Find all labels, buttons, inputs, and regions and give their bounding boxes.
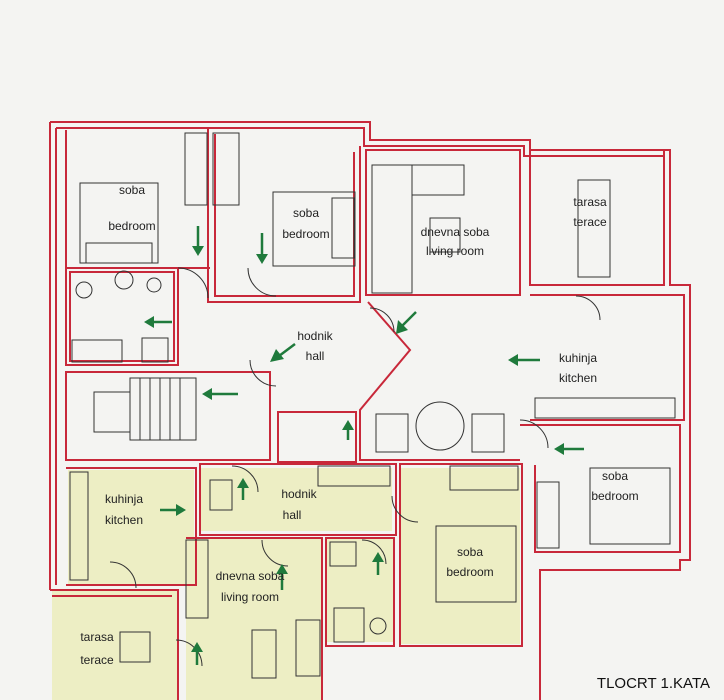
toilet-top xyxy=(75,281,93,299)
bathtub xyxy=(71,339,123,363)
arrow xyxy=(202,388,238,400)
wardrobe-n xyxy=(212,132,240,206)
door-swing xyxy=(391,495,419,523)
room-label-bedroom-n-line1: soba xyxy=(293,206,319,220)
room-label-kitchen-left-line2: kitchen xyxy=(105,513,143,527)
arrow xyxy=(342,420,354,440)
sofa-bottom xyxy=(295,619,321,677)
room-label-bedroom-n-line2: bedroom xyxy=(282,227,329,241)
room-label-living-bottom-line1: dnevna soba xyxy=(216,569,285,583)
bed-bottom xyxy=(435,525,517,603)
room-label-hall-bottom-line1: hodnik xyxy=(281,487,317,501)
room-label-kitchen-right-line2: kitchen xyxy=(559,371,597,385)
room-label-terrace-bottom-line2: terace xyxy=(80,653,114,667)
room-label-living-top-line2: living room xyxy=(426,244,484,258)
wardrobe-right xyxy=(536,481,560,549)
stairs xyxy=(129,377,197,441)
arrow xyxy=(554,443,584,455)
door-swing xyxy=(247,267,277,297)
room-label-living-top-line1: dnevna soba xyxy=(421,225,490,239)
door-swing xyxy=(249,359,277,387)
hall-bottom-shelf xyxy=(317,465,391,487)
kitchen-counter-right xyxy=(534,397,676,419)
room-label-hall-top-line2: hall xyxy=(306,349,325,363)
room-label-kitchen-left-line1: kuhinja xyxy=(105,492,143,506)
plan-title: TLOCRT 1.KATA xyxy=(597,675,710,692)
room-label-kitchen-right-line1: kuhinja xyxy=(559,351,597,365)
bed-right xyxy=(589,467,671,545)
arrow xyxy=(191,642,203,665)
chair-right xyxy=(471,413,505,453)
room-label-bedroom-bottom-line1: soba xyxy=(457,545,483,559)
wardrobe-living-bottom xyxy=(185,539,209,619)
walls xyxy=(49,121,691,700)
arrow xyxy=(237,478,249,500)
room-label-terrace-top-line1: tarasa xyxy=(573,195,607,209)
shower-bottom xyxy=(333,607,365,643)
door-swing xyxy=(519,419,549,449)
wardrobe-bottom xyxy=(449,465,519,491)
arrow xyxy=(396,311,417,334)
room-label-bedroom-bottom-line2: bedroom xyxy=(446,565,493,579)
stairs-landing xyxy=(93,391,131,433)
room-labels: soba bedroom soba bedroom dnevna soba li… xyxy=(80,183,638,667)
terrace-table-top xyxy=(577,179,611,278)
room-label-hall-top-line1: hodnik xyxy=(297,329,333,343)
door-swing xyxy=(575,295,601,321)
door-swing xyxy=(231,465,259,493)
arrow xyxy=(160,504,186,516)
yellow-floor-areas xyxy=(52,468,520,700)
arrow xyxy=(144,316,172,328)
kitchen-counter-left xyxy=(69,471,89,581)
room-label-bedroom-right-line1: soba xyxy=(602,469,628,483)
door-swing xyxy=(109,561,137,589)
hall-bottom-cabinet xyxy=(209,479,233,511)
door-swing xyxy=(177,267,209,299)
door-swings xyxy=(109,267,601,667)
shower-tray-bottom xyxy=(329,541,357,567)
sink-top xyxy=(114,270,134,290)
arrow xyxy=(192,226,204,256)
bed-nw-pillow xyxy=(85,242,153,264)
coffee-table-top xyxy=(429,217,461,253)
sofa-top-arm xyxy=(411,164,465,196)
arrow xyxy=(276,564,288,590)
room-label-terrace-top-line2: terace xyxy=(573,215,607,229)
room-label-living-bottom-line2: living room xyxy=(221,590,279,604)
arrow xyxy=(372,552,384,575)
door-swing xyxy=(261,539,289,567)
entry-arrows xyxy=(144,226,584,665)
toilet-bottom xyxy=(369,617,387,635)
door-swing xyxy=(369,307,395,333)
room-label-bedroom-nw-line1: soba xyxy=(119,183,145,197)
room-label-terrace-bottom-line1: tarasa xyxy=(80,630,114,644)
bed-n-headboard xyxy=(331,197,355,259)
room-label-bedroom-right-line2: bedroom xyxy=(591,489,638,503)
arrow xyxy=(270,343,296,362)
terrace-table-bottom xyxy=(119,631,151,663)
room-label-bedroom-nw-line2: bedroom xyxy=(108,219,155,233)
furniture xyxy=(69,132,676,679)
room-label-hall-bottom-line2: hall xyxy=(283,508,302,522)
chair-left xyxy=(375,413,409,453)
arrow xyxy=(508,354,540,366)
coffee-table-bottom xyxy=(251,629,277,679)
sink-cabinet xyxy=(141,337,169,363)
dining-table-top xyxy=(415,401,465,451)
bed-n xyxy=(272,191,356,267)
wardrobe-nw xyxy=(184,132,208,206)
sofa-top xyxy=(371,164,413,294)
arrow xyxy=(256,233,268,264)
bidet-top xyxy=(146,277,162,293)
door-swing xyxy=(361,539,387,565)
